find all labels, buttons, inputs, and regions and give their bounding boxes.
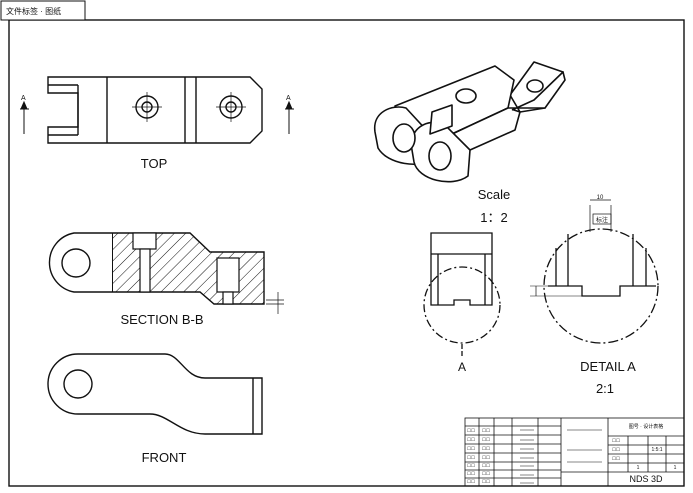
detail-dim-width: 10 [597, 195, 604, 201]
detail-marker-label: A [458, 360, 466, 374]
title-block [464, 417, 685, 487]
section-arrow-right [285, 100, 294, 134]
svg-text:☐☐: ☐☐ [467, 479, 476, 484]
front-view [47, 353, 263, 435]
svg-text:☐☐: ☐☐ [467, 428, 476, 433]
front-view-title: FRONT [142, 450, 187, 465]
section-view-title: SECTION B-B [120, 312, 203, 327]
isometric-view [374, 61, 566, 183]
svg-text:☐☐: ☐☐ [467, 455, 476, 460]
svg-text:☐☐: ☐☐ [467, 446, 476, 451]
title-block-sheet-b: 1 [674, 465, 677, 471]
svg-text:☐☐: ☐☐ [482, 463, 491, 468]
sheet-border [8, 19, 685, 487]
svg-text:☐☐: ☐☐ [482, 428, 491, 433]
svg-text:☐☐: ☐☐ [467, 471, 476, 476]
corner-tag-text: 文件标签 · 图纸 [6, 6, 61, 16]
iso-scale-label: Scale [478, 187, 511, 202]
svg-text:☐☐: ☐☐ [482, 446, 491, 451]
svg-text:☐☐: ☐☐ [612, 438, 621, 443]
detail-view-scale: 2:1 [596, 381, 614, 396]
detail-view-title: DETAIL A [580, 359, 636, 374]
section-view [48, 232, 284, 314]
title-block-scale: 1:5:1 [651, 447, 662, 453]
detail-view [530, 199, 659, 344]
svg-text:☐☐: ☐☐ [482, 455, 491, 460]
detail-dim-note: 标注 [596, 216, 608, 224]
section-arrow-left [20, 100, 29, 134]
svg-text:☐☐: ☐☐ [612, 456, 621, 461]
iso-scale-value: 1：2 [480, 210, 507, 225]
svg-text:☐☐: ☐☐ [482, 471, 491, 476]
section-arrow-left-label: A [21, 95, 26, 102]
title-block-sheet-a: 1 [637, 465, 640, 471]
svg-text:☐☐: ☐☐ [467, 463, 476, 468]
title-block-labels: ☐☐ ☐☐ ☐☐ ☐☐ ☐☐ ☐☐ ☐☐ ☐☐ ☐☐ ☐☐ ☐☐ ☐☐ ☐☐ ☐☐ ☐☐ ☐☐ ☐☐ [467, 428, 621, 484]
top-view [47, 76, 263, 144]
title-block-title: 图号 · 设计表格 [629, 423, 663, 430]
title-block-drawing-no: NDS 3D [629, 474, 663, 484]
detail-source-view [423, 232, 501, 356]
svg-text:☐☐: ☐☐ [482, 437, 491, 442]
svg-text:☐☐: ☐☐ [467, 437, 476, 442]
svg-text:☐☐: ☐☐ [482, 479, 491, 484]
top-view-title: TOP [141, 156, 168, 171]
section-arrow-right-label: A [286, 95, 291, 102]
svg-text:☐☐: ☐☐ [612, 447, 621, 452]
corner-tag: 文件标签 · 图纸 [0, 0, 86, 21]
